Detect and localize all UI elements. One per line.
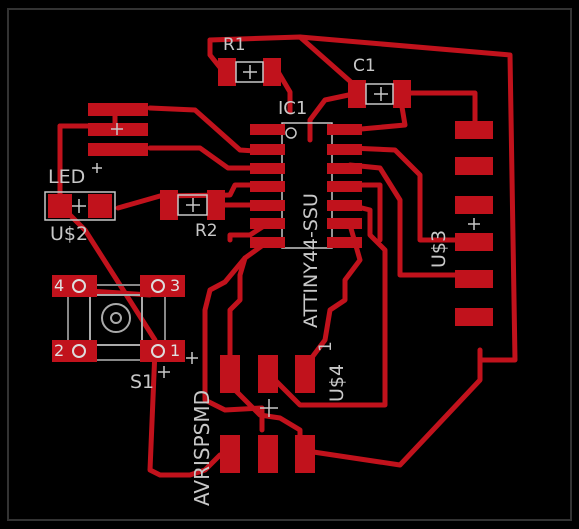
- resistor-r2[interactable]: [160, 190, 225, 220]
- switch-pin-3: 3: [170, 276, 181, 295]
- label-r1: R1: [223, 35, 246, 55]
- label-s1: S1: [130, 371, 155, 393]
- label-us3: U$3: [428, 229, 450, 268]
- label-us4: U$4: [326, 363, 348, 402]
- capacitor-c1[interactable]: [348, 80, 411, 108]
- label-ic1-part: ATTINY44-SSU: [300, 193, 322, 328]
- avrispsmd-marker: [260, 399, 278, 417]
- board-outline: [7, 8, 572, 521]
- label-avrispsmd: AVRISPSMD: [190, 390, 214, 506]
- label-us2: U$2: [50, 223, 89, 245]
- switch-pin-2: 2: [54, 341, 65, 360]
- header-us3[interactable]: [455, 121, 493, 326]
- label-r2: R2: [195, 221, 218, 241]
- avrispsmd-pads[interactable]: [220, 355, 315, 473]
- label-ic1: IC1: [278, 98, 308, 119]
- label-c1: C1: [353, 56, 376, 76]
- resistor-r1[interactable]: [218, 58, 281, 86]
- ic1-chip[interactable]: [250, 122, 362, 249]
- us3-marker: [468, 218, 480, 230]
- label-pin-one: 1: [316, 341, 336, 352]
- led-component[interactable]: [44, 163, 116, 221]
- led-center-marker: [111, 123, 123, 135]
- switch-pin-4: 4: [54, 276, 65, 295]
- switch-s1[interactable]: [52, 275, 185, 378]
- avrispsmd-origin-marker: [186, 352, 198, 364]
- label-led: LED: [48, 166, 86, 188]
- switch-pin-1: 1: [170, 341, 181, 360]
